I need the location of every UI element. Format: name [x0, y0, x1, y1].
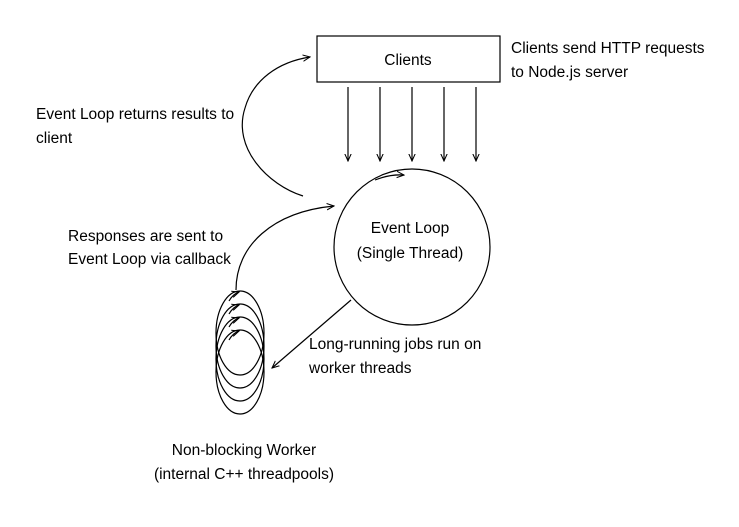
worker-cycle-arrow-3 [228, 318, 239, 328]
event-loop-returns-annotation-line1: Event Loop returns results to [36, 106, 234, 123]
event-loop-label-line2: (Single Thread) [357, 245, 464, 262]
long-running-annotation-line2: worker threads [308, 360, 412, 377]
clients-label: Clients [384, 52, 432, 69]
worker-label-line2: (internal C++ threadpools) [154, 466, 334, 483]
worker-cycle-arrow-2 [228, 305, 239, 315]
callback-arrow [235, 206, 334, 291]
clients-send-annotation-line1: Clients send HTTP requests [511, 40, 705, 57]
request-arrows [348, 87, 476, 161]
worker-cycle-arrow-4 [228, 331, 239, 341]
event-loop-cycle-arrow [374, 175, 404, 181]
worker-cycle-arrow-1 [228, 292, 239, 302]
worker-label-line1: Non-blocking Worker [172, 442, 316, 459]
event-loop-returns-annotation-line2: client [36, 130, 73, 147]
responses-sent-annotation-line2: Event Loop via callback [68, 251, 231, 268]
return-results-arrow [241, 57, 310, 197]
worker-threadpool [215, 290, 265, 415]
clients-send-annotation-line2: to Node.js server [511, 64, 628, 81]
long-running-annotation-line1: Long-running jobs run on [309, 336, 481, 353]
event-loop-label-line1: Event Loop [371, 220, 449, 237]
event-loop-circle [333, 168, 491, 326]
long-running-arrow [272, 299, 352, 368]
clients-box [316, 35, 501, 83]
responses-sent-annotation-line1: Responses are sent to [68, 228, 223, 245]
